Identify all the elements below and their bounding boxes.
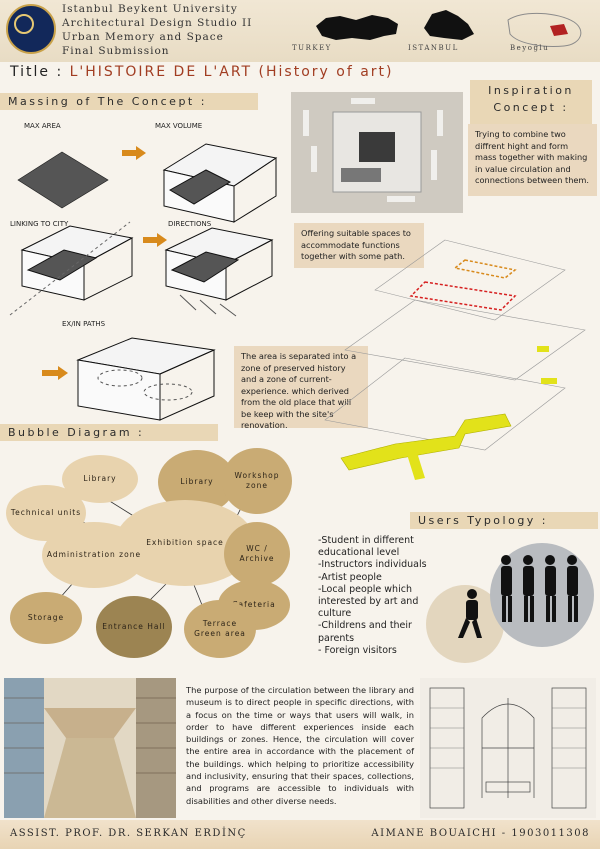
title-prefix: Title : <box>10 64 64 80</box>
map-label-beyoglu: Beyoğlu <box>510 44 550 52</box>
footer-advisor: ASSIST. PROF. DR. SERKAN ERDİNÇ <box>10 828 247 839</box>
label-paths: EX/IN PATHS <box>62 320 106 328</box>
inspiration-photo <box>291 92 463 213</box>
model-photo-drawing <box>291 92 463 213</box>
bubble-administration: Administration zone <box>42 522 146 588</box>
turkey-map-icon <box>316 15 398 40</box>
site-marker-icon <box>550 24 568 36</box>
footer-band <box>0 820 600 849</box>
massing-heading: Massing of The Concept : <box>0 93 258 110</box>
label-max-volume: MAX VOLUME <box>155 122 203 130</box>
functions-note: Offering suitable spaces to accommodate … <box>294 223 424 268</box>
header-band <box>0 0 600 62</box>
user-item: -Instructors individuals <box>318 559 427 571</box>
massing-diagrams <box>9 143 278 421</box>
user-item: -Local people which interested by art an… <box>318 583 419 620</box>
label-directions: DIRECTIONS <box>168 220 212 228</box>
zones-note: The area is separated into a zone of pre… <box>234 346 368 430</box>
inspiration-heading-2: Concept : <box>493 101 569 114</box>
user-item: - Foreign visitors <box>318 644 397 656</box>
arrow-icon-3 <box>42 366 68 380</box>
users-heading: Users Typology : <box>410 512 598 529</box>
interior-sketch-drawing <box>420 678 596 818</box>
user-item: -Childrens and their parents <box>318 620 412 644</box>
bubble-entrance: Entrance Hall <box>96 596 172 658</box>
library-sketch-left <box>4 678 176 818</box>
location-maps <box>316 10 582 47</box>
bubble-storage: Storage <box>10 592 82 644</box>
directions-box <box>164 227 274 317</box>
upper-highlight-red <box>409 281 517 311</box>
university-seal-inner <box>14 14 34 34</box>
header-university: Istanbul Beykent University <box>62 3 238 15</box>
inspiration-text: Trying to combine two diffrent hight and… <box>468 124 597 196</box>
label-max-area: MAX AREA <box>24 122 61 130</box>
header-submission: Final Submission <box>62 45 170 57</box>
header-studio: Architectural Design Studio II <box>62 17 253 29</box>
user-item: -Artist people <box>318 571 382 583</box>
upper-highlight-orange <box>453 259 517 279</box>
users-silhouettes-icon <box>458 555 578 638</box>
paths-box <box>76 337 216 421</box>
map-label-turkey: TURKEY <box>292 44 332 52</box>
circulation-yellow-path <box>340 413 512 471</box>
beyoglu-map-icon <box>507 12 582 47</box>
footer-author: AIMANE BOUAICHI - 1903011308 <box>371 828 590 839</box>
bubble-wc-archive: WC / Archive <box>224 522 290 586</box>
bubble-workshop: Workshop zone <box>222 448 292 514</box>
user-item: -Student in different educational level <box>318 535 414 559</box>
library-sketch-drawing <box>4 678 176 818</box>
istanbul-map-icon <box>424 10 474 40</box>
label-linking: LINKING TO CITY <box>10 220 69 228</box>
axonometric-plans <box>324 239 586 480</box>
arrow-icon-2 <box>143 233 167 247</box>
max-volume-box <box>162 143 278 223</box>
circulation-text: The purpose of the circulation between t… <box>186 685 414 806</box>
inspiration-heading-1: Inspiration <box>488 84 574 97</box>
page-title: Title : L'HISTOIRE DE L'ART (History of … <box>10 64 394 80</box>
bubble-terrace: Terrace Green area <box>184 600 256 658</box>
map-label-istanbul: ISTANBUL <box>408 44 459 52</box>
inspiration-heading: Inspiration Concept : <box>470 80 592 124</box>
max-area-plane <box>17 151 109 209</box>
title-main: L'HISTOIRE DE L'ART (History of art) <box>69 64 394 80</box>
bubble-heading: Bubble Diagram : <box>0 424 218 441</box>
library-sketch-right <box>420 678 596 818</box>
header-course: Urban Memory and Space <box>62 31 224 43</box>
arrow-icon <box>122 146 146 160</box>
users-list: -Student in different educational level … <box>318 535 434 657</box>
linking-box <box>9 221 134 316</box>
